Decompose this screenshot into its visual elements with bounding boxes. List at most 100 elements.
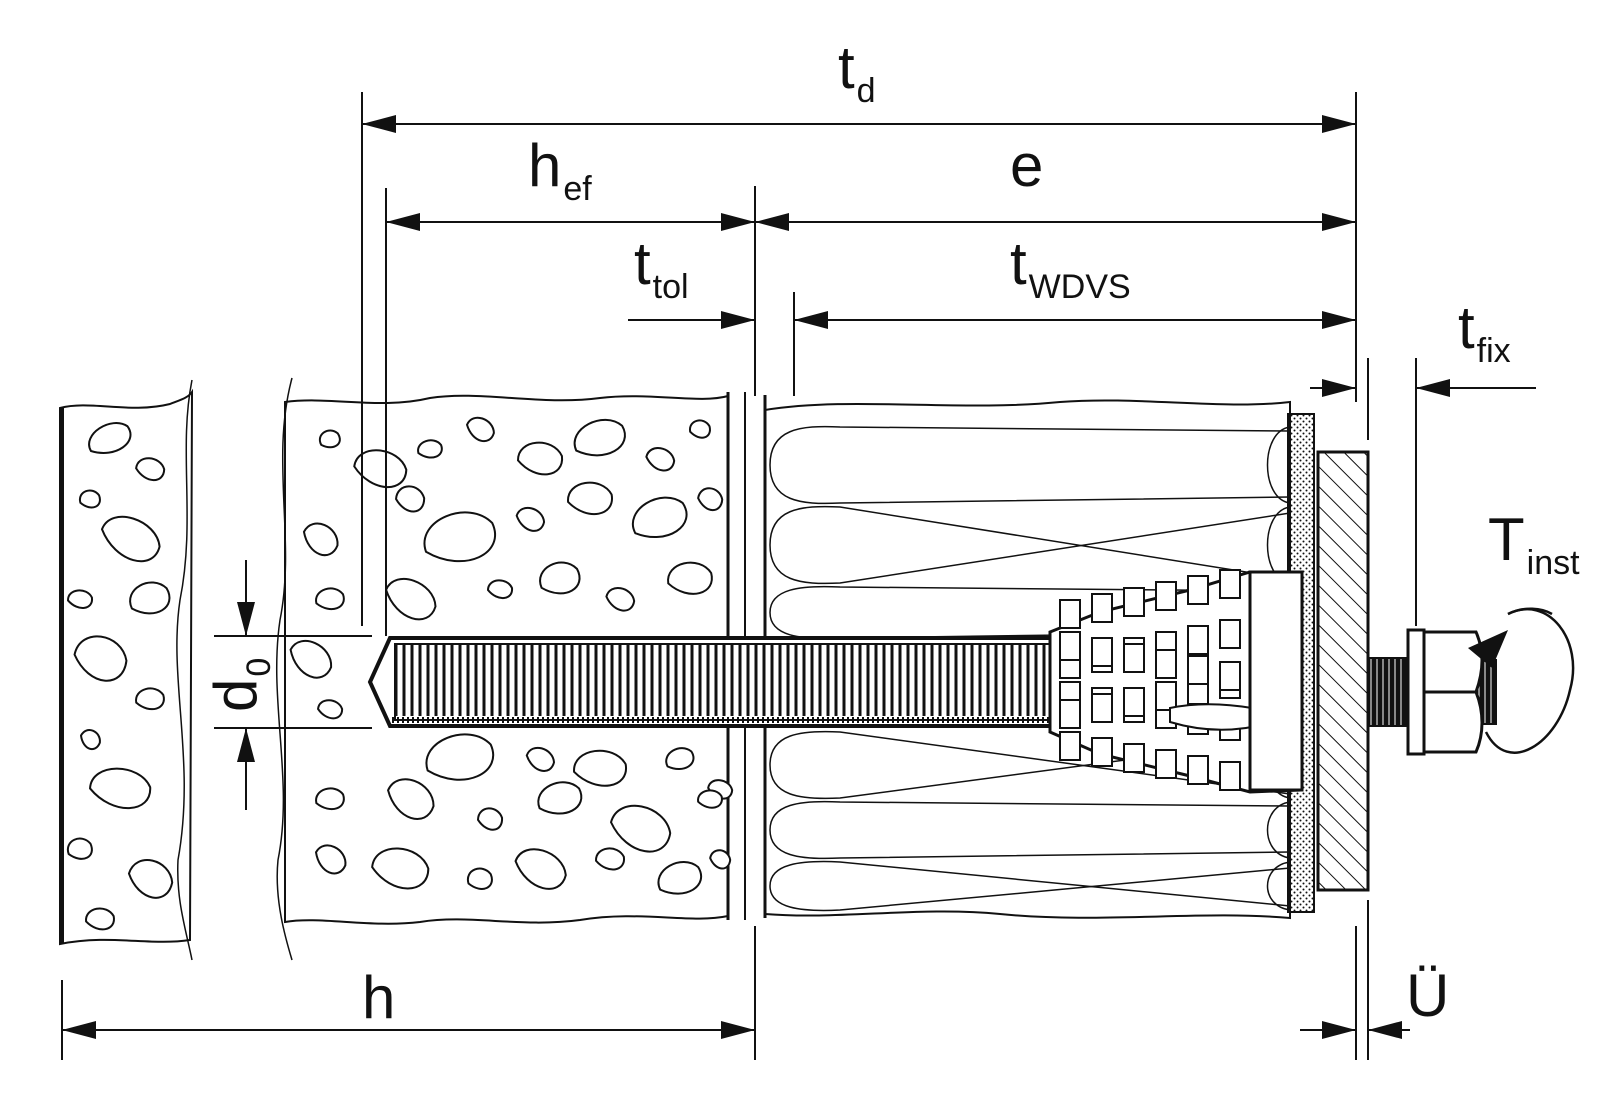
insulation-fibre xyxy=(769,505,1291,580)
insulation-fibre xyxy=(769,867,1291,912)
aggregate-stone xyxy=(88,422,132,454)
aggregate-stone xyxy=(697,789,723,809)
sleeve-tooth xyxy=(1187,575,1209,605)
dimension-arrowhead xyxy=(721,1021,755,1039)
dimension-arrowhead xyxy=(1368,1021,1402,1039)
aggregate-stone xyxy=(657,861,702,895)
aggregate-stone xyxy=(605,587,636,612)
aggregate-stone xyxy=(100,515,161,563)
insulation-fibre xyxy=(769,860,1291,907)
aggregate-stone xyxy=(417,439,443,459)
aggregate-stone xyxy=(318,429,341,449)
label-twdvs: tWDVS xyxy=(1010,230,1131,306)
sleeve-tooth xyxy=(1123,743,1145,773)
aggregate-stone xyxy=(423,511,496,563)
sleeve-tooth xyxy=(1123,587,1145,617)
insulation-fibre xyxy=(769,464,1291,505)
aggregate-stone xyxy=(486,579,514,599)
aggregate-stone xyxy=(129,581,171,615)
label-d0: d0 xyxy=(202,658,278,712)
insulation-fibre xyxy=(769,829,1291,860)
aggregate-stone xyxy=(89,767,152,810)
dimension-arrowhead xyxy=(721,311,755,329)
dimension-arrowhead xyxy=(1322,311,1356,329)
aggregate-stone xyxy=(315,787,345,811)
aggregate-stone xyxy=(371,847,430,890)
torque-rotation-arrow-icon xyxy=(1468,607,1575,754)
dimension-arrowhead xyxy=(1322,1021,1356,1039)
aggregate-stone xyxy=(632,496,688,539)
aggregate-stone xyxy=(573,749,627,787)
sleeve-tooth xyxy=(1091,593,1113,623)
sleeve-tooth xyxy=(1155,649,1177,679)
aggregate-stone xyxy=(567,481,613,516)
sleeve-tooth xyxy=(1091,637,1113,667)
label-ue: Ü xyxy=(1406,962,1449,1029)
dimension-arrowhead xyxy=(1322,213,1356,231)
label-td: td xyxy=(838,34,876,110)
sleeve-tooth xyxy=(1219,661,1241,691)
aggregate-stone xyxy=(665,747,695,771)
dimension-arrowhead xyxy=(1416,379,1450,397)
label-tfix: tfix xyxy=(1458,294,1511,370)
sleeve-tooth xyxy=(1155,681,1177,711)
insulation-fibre xyxy=(769,512,1291,585)
aggregate-stone xyxy=(466,867,493,890)
aggregate-stone xyxy=(66,837,93,860)
dimension-arrowhead xyxy=(755,213,789,231)
dimension-arrowhead xyxy=(362,115,396,133)
insulation-fibre xyxy=(1266,861,1291,911)
sleeve-tooth xyxy=(1059,731,1081,761)
aggregate-stone xyxy=(573,418,626,457)
aggregate-stone xyxy=(697,487,724,512)
sleeve-tooth xyxy=(1219,761,1241,791)
aggregate-stones xyxy=(66,416,734,931)
aggregate-stone xyxy=(425,733,494,781)
aggregate-stone xyxy=(515,506,546,532)
aggregate-stone xyxy=(385,578,437,621)
label-h: h xyxy=(362,964,395,1031)
aggregate-stone xyxy=(85,907,115,931)
aggregate-stone xyxy=(539,561,581,595)
dimension-arrowhead xyxy=(237,728,255,762)
sleeve-tooth xyxy=(1123,643,1145,673)
sleeve-tooth xyxy=(1187,655,1209,685)
insulation-fibre xyxy=(769,800,1291,831)
fixture-plate xyxy=(1316,450,1370,892)
aggregate-stone xyxy=(465,416,495,443)
aggregate-stone xyxy=(387,778,435,820)
sleeve-tooth xyxy=(1219,619,1241,649)
aggregate-stone xyxy=(537,781,583,815)
dimension-lines xyxy=(61,92,1417,1060)
aggregate-stone xyxy=(353,449,408,489)
sleeve-tooth xyxy=(1091,737,1113,767)
insulation-fibre xyxy=(1266,426,1291,504)
washer xyxy=(1406,628,1426,756)
threaded-bolt xyxy=(1367,657,1497,727)
aggregate-stone xyxy=(315,587,345,611)
sleeve-tooth xyxy=(1123,687,1145,717)
sleeve-tooth xyxy=(1187,625,1209,655)
sleeve-tooth xyxy=(1187,755,1209,785)
anchor-rod xyxy=(367,636,1062,728)
insulation-fibre xyxy=(769,425,1291,466)
dimension-arrowhead xyxy=(62,1021,96,1039)
dimension-arrowhead xyxy=(1322,379,1356,397)
sleeve-tooth xyxy=(1091,693,1113,723)
aggregate-stone xyxy=(595,847,625,871)
sleeve-tooth xyxy=(1059,599,1081,629)
sleeve-tooth xyxy=(1059,699,1081,729)
aggregate-stone xyxy=(517,441,563,476)
sleeve-tooth xyxy=(1155,749,1177,779)
sleeve-tooth xyxy=(1155,581,1177,611)
aggregate-stone xyxy=(127,859,174,899)
sleeve-tooth xyxy=(1059,631,1081,661)
aggregate-stone xyxy=(645,447,676,472)
label-e: e xyxy=(1010,132,1043,199)
anchor-sleeve xyxy=(1048,569,1304,794)
aggregate-stone xyxy=(73,635,128,682)
aggregate-stone xyxy=(525,746,556,772)
aggregate-stone xyxy=(317,699,344,720)
insulation-fibre xyxy=(769,737,1291,800)
